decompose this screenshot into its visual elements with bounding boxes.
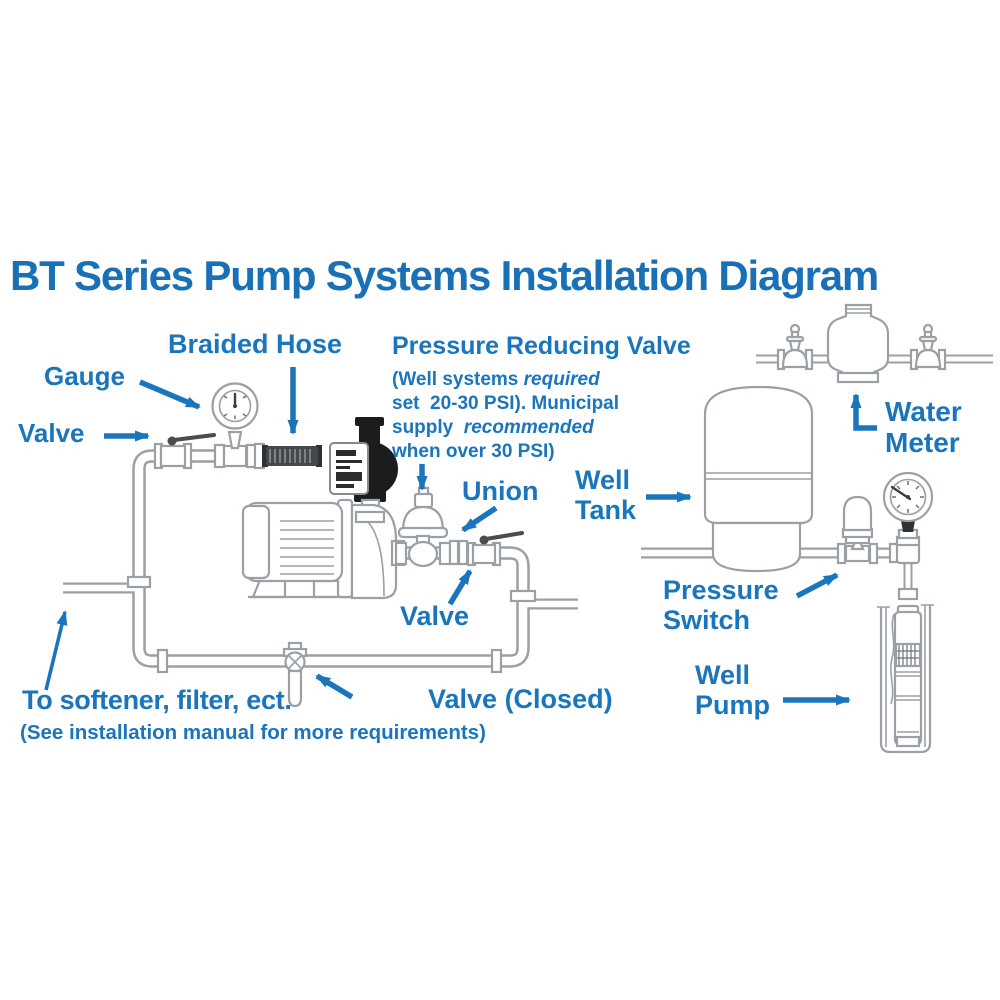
water-meter-arrow [850, 393, 877, 431]
label-to-softener: To softener, filter, ect. [22, 685, 292, 715]
pipe-coupling [156, 648, 169, 674]
label-pressure-switch: Pressure Switch [663, 575, 779, 635]
callout-arrows [44, 367, 877, 706]
union-fitting-graphic [448, 539, 469, 566]
label-water-meter: Water Meter [885, 396, 962, 458]
label-see-manual: (See installation manual for more requir… [20, 721, 486, 744]
pressure-switch-arrow [795, 572, 839, 599]
label-prv-title: Pressure Reducing Valve [392, 332, 691, 360]
well-tank-graphic [703, 385, 814, 573]
label-prv-line4: when over 30 PSI) [392, 440, 555, 462]
label-union: Union [462, 476, 539, 506]
pipe-coupling [897, 587, 919, 601]
water-meter-graphic [776, 303, 947, 384]
to-softener-arrow [44, 610, 68, 691]
pressure-gauge-icon [211, 382, 259, 468]
label-braided-hose: Braided Hose [168, 329, 343, 359]
label-prv-line1: (Well systems required [392, 368, 600, 390]
pipe-coupling [213, 443, 226, 469]
gate-valve-graphic [909, 323, 947, 371]
label-valve-closed: Valve (Closed) [428, 684, 613, 714]
valve-closed-arrow [315, 673, 354, 700]
diagram-title: BT Series Pump Systems Installation Diag… [10, 252, 879, 299]
label-prv: Pressure Reducing Valve (Well systems re… [392, 332, 691, 464]
valve-mid-arrow [447, 569, 473, 606]
label-gauge: Gauge [44, 361, 125, 391]
gate-valve-graphic [776, 323, 814, 371]
circulator-pump-graphic [329, 417, 398, 518]
braided-hose-graphic [253, 442, 322, 470]
ball-valve-graphic [153, 433, 216, 470]
pressure-reducing-valve-graphic [394, 486, 452, 568]
jet-pump-graphic [241, 498, 406, 600]
pipe-coupling [509, 589, 537, 603]
label-prv-line3: supply recommended [392, 416, 594, 438]
gauge-arrow [138, 379, 201, 410]
label-valve-left: Valve [18, 418, 85, 448]
label-prv-line2: set 20-30 PSI). Municipal [392, 392, 620, 414]
well-pump-graphic [877, 604, 934, 754]
label-well-tank: Well Tank [575, 465, 637, 525]
pipe-tee [126, 575, 152, 589]
label-valve-mid: Valve [400, 601, 470, 631]
pressure-gauge-icon [882, 471, 934, 565]
label-well-pump: Well Pump [695, 660, 771, 720]
closed-valve-graphic [282, 641, 308, 708]
ball-valve-graphic [466, 531, 524, 567]
pipe-coupling [490, 648, 503, 674]
pressure-switch-graphic [836, 495, 879, 565]
union-arrow [461, 505, 498, 533]
